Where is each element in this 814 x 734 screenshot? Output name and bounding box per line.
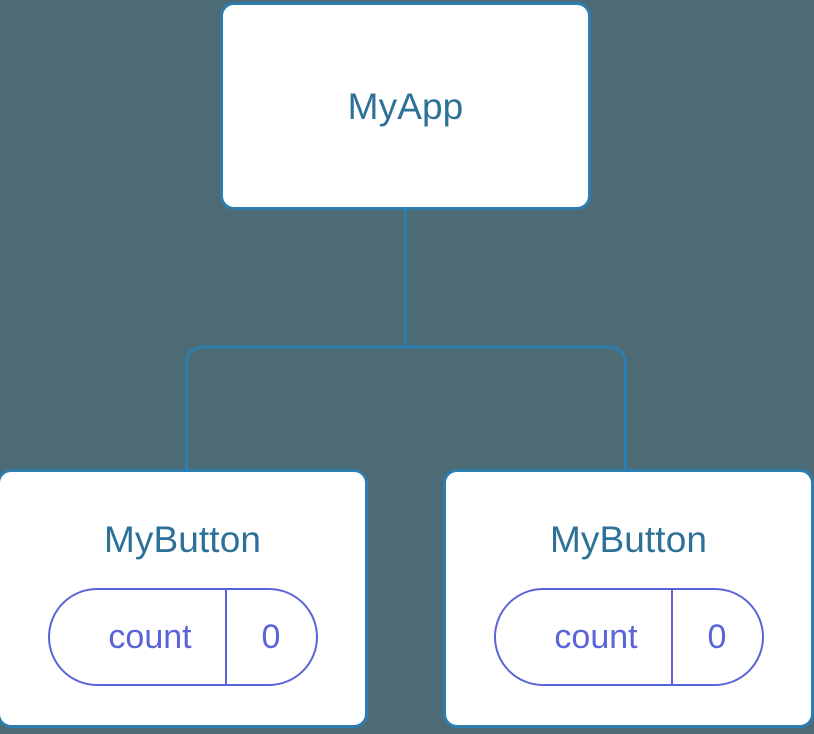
edge-branch-bus: [185, 345, 627, 472]
state-pill-wrap: count 0: [0, 588, 365, 686]
state-pill-wrap: count 0: [446, 588, 811, 686]
state-pill[interactable]: count 0: [47, 588, 318, 686]
node-mybutton-1[interactable]: MyButton count 0: [0, 469, 368, 728]
node-myapp[interactable]: MyApp: [220, 2, 591, 210]
state-value: 0: [224, 590, 316, 684]
state-key: count: [108, 618, 192, 656]
node-title: MyApp: [347, 85, 464, 127]
state-pill[interactable]: count 0: [493, 588, 764, 686]
node-title: MyButton: [103, 519, 262, 560]
state-key: count: [554, 618, 638, 656]
node-title: MyButton: [549, 519, 708, 560]
state-value: 0: [670, 590, 762, 684]
node-mybutton-2[interactable]: MyButton count 0: [443, 469, 814, 728]
